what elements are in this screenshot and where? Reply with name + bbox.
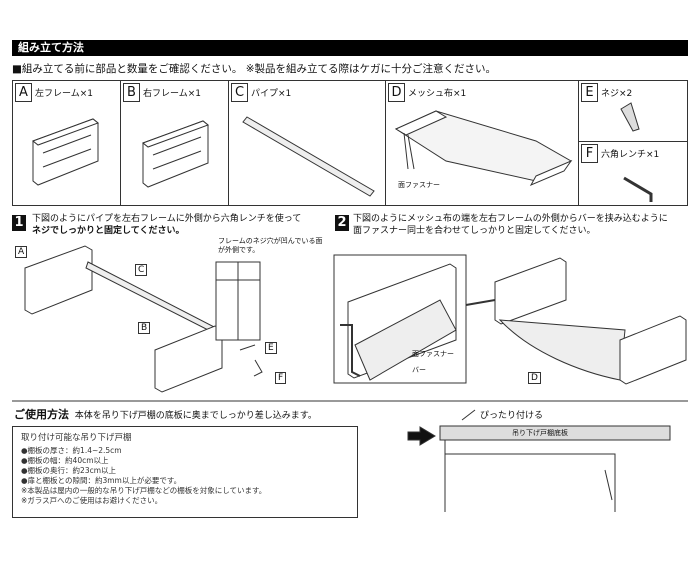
- divider: [12, 400, 688, 402]
- label-d: D: [528, 372, 541, 384]
- fastener-callout: 面ファスナー: [412, 350, 454, 358]
- label-e: E: [265, 342, 277, 354]
- part-name: 右フレーム×1: [143, 89, 201, 99]
- fastener-callout: 面ファスナー: [398, 181, 440, 189]
- usage-title: ご使用方法: [14, 408, 69, 421]
- part-name: メッシュ布×1: [408, 89, 467, 99]
- part-letter: D: [388, 83, 405, 102]
- hex-wrench-icon: [623, 176, 653, 202]
- label-c: C: [135, 264, 148, 276]
- spec-item: ※ガラス戸へのご使用はお避けください。: [21, 496, 163, 505]
- mesh-cloth-illustration: [394, 110, 573, 187]
- step-number: 1: [12, 215, 26, 231]
- section-title: 組み立て方法: [12, 40, 688, 56]
- part-name: 左フレーム×1: [35, 89, 93, 99]
- shelf-label: 吊り下げ戸棚底板: [512, 429, 568, 437]
- usage-desc: 本体を吊り下げ戸棚の底板に奥までしっかり差し込みます。: [74, 411, 317, 421]
- spec-item: ※本製品は屋内の一般的な吊り下げ戸棚などの棚板を対象にしています。: [21, 486, 267, 495]
- spec-item: ●棚板の厚さ：約1.4~2.5cm: [21, 446, 122, 455]
- label-a: A: [15, 246, 28, 258]
- spec-item: ●棚板の奥行：約23cm以上: [21, 466, 117, 475]
- caution-note: ■組み立てる前に部品と数量をご確認ください。 ※製品を組み立てる際はケガに十分ご…: [12, 63, 497, 75]
- part-letter: E: [581, 83, 598, 102]
- flush-callout: ぴったり付ける: [480, 411, 544, 421]
- bar-callout: バー: [412, 366, 426, 374]
- box-title: 取り付け可能な吊り下げ戸棚: [21, 433, 132, 443]
- step-2: 2 下図のようにメッシュ布の端を左右フレームの外側からバーを挟み込むように面ファ…: [335, 213, 690, 237]
- part-name: 六角レンチ×1: [601, 150, 660, 160]
- part-letter: C: [231, 83, 248, 102]
- part-name: パイプ×1: [251, 89, 292, 99]
- frame-hole-callout: フレームのネジ穴が凹んでいる面が外側です。: [218, 237, 323, 254]
- pipe-illustration: [242, 116, 375, 197]
- spec-item: ●扉と棚板との隙間：約3mm以上が必要です。: [21, 476, 182, 485]
- step-text: 下図のようにメッシュ布の端を左右フレームの外側からバーを挟み込むように: [353, 214, 668, 224]
- usage-header: ご使用方法 本体を吊り下げ戸棚の底板に奥までしっかり差し込みます。: [14, 406, 317, 422]
- screw-icon: [620, 102, 640, 132]
- compatible-cabinet-box: 取り付け可能な吊り下げ戸棚 ●棚板の厚さ：約1.4~2.5cm ●棚板の幅：約4…: [12, 426, 358, 518]
- part-letter: F: [581, 144, 598, 163]
- step-1: 1 下図のようにパイプを左右フレームに外側から六角レンチを使ってネジでしっかりと…: [12, 213, 332, 237]
- step-text: ネジでしっかりと固定してください。: [32, 226, 185, 236]
- step-number: 2: [335, 215, 349, 231]
- part-letter: B: [123, 83, 140, 102]
- step-text: 下図のようにパイプを左右フレームに外側から六角レンチを使って: [32, 214, 302, 224]
- label-b: B: [138, 322, 151, 334]
- part-name: ネジ×2: [601, 89, 633, 99]
- label-f: F: [275, 372, 287, 384]
- left-frame-illustration: [31, 118, 100, 186]
- step-text: 面ファスナー同士を合わせてしっかりと固定してください。: [353, 226, 596, 236]
- right-frame-illustration: [141, 120, 210, 188]
- part-letter: A: [15, 83, 32, 102]
- spec-item: ●棚板の幅：約40cm以上: [21, 456, 109, 465]
